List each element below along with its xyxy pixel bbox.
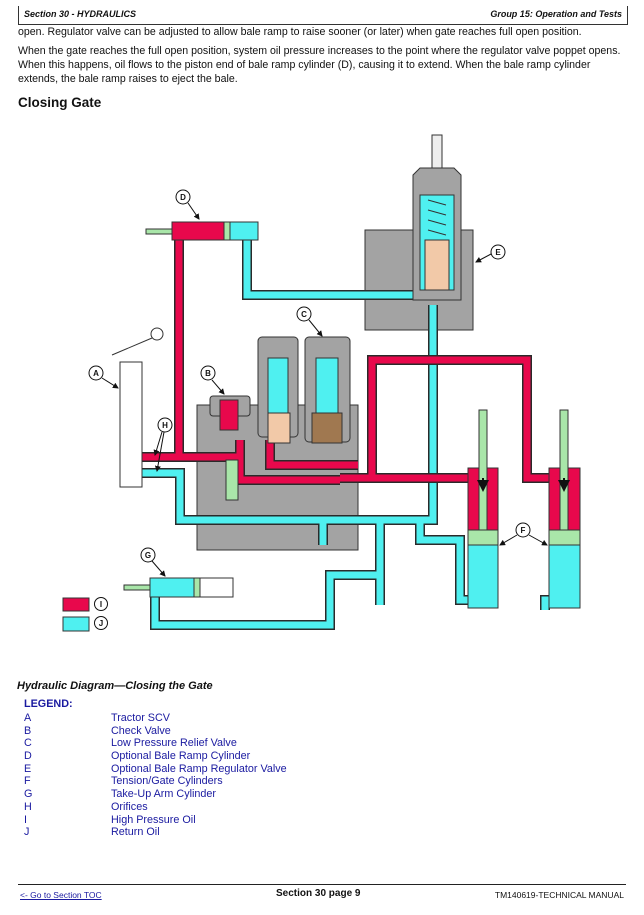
low-pressure-relief-valves	[257, 336, 351, 444]
svg-text:F: F	[521, 526, 526, 535]
take-up-arm-cylinder	[123, 577, 234, 598]
svg-text:C: C	[301, 310, 307, 319]
manual-id: TM140619-TECHNICAL MANUAL	[494, 890, 624, 900]
figure-caption: Hydraulic Diagram—Closing the Gate	[17, 680, 213, 692]
paragraph: open. Regulator valve can be adjusted to…	[18, 26, 582, 38]
callout-c: C	[296, 306, 323, 337]
callout-g: G	[140, 547, 166, 577]
callout-h: H	[153, 417, 173, 472]
callout-e: E	[475, 244, 506, 263]
body-text: open. Regulator valve can be adjusted to…	[18, 25, 630, 111]
svg-text:J: J	[99, 619, 103, 628]
page-footer: <- Go to Section TOC Section 30 page 9 T…	[18, 884, 626, 900]
tension-gate-cylinder	[467, 409, 499, 609]
callout-d: D	[175, 189, 200, 220]
svg-text:A: A	[93, 369, 99, 378]
regulator-valve	[412, 134, 462, 301]
svg-text:G: G	[145, 551, 151, 560]
section-title: Section 30 - HYDRAULICS	[24, 9, 137, 19]
svg-text:H: H	[162, 421, 168, 430]
return-line	[243, 238, 420, 299]
return-line	[120, 305, 437, 524]
svg-text:D: D	[180, 193, 186, 202]
callout-a: A	[88, 365, 119, 389]
check-valve	[209, 395, 251, 501]
page-number: Section 30 page 9	[276, 888, 361, 899]
callout-i: I	[94, 597, 108, 611]
callout-j: J	[94, 616, 108, 630]
return-oil-swatch	[62, 616, 90, 632]
legend-title: LEGEND:	[24, 698, 73, 710]
pressure-line	[368, 356, 550, 482]
bale-ramp-cylinder	[145, 221, 259, 241]
high-pressure-swatch	[62, 597, 90, 612]
callout-f: F	[499, 522, 548, 546]
section-heading: Closing Gate	[18, 95, 102, 110]
tension-gate-cylinder	[548, 409, 581, 609]
page-header: Section 30 - HYDRAULICS Group 15: Operat…	[18, 6, 628, 25]
svg-text:E: E	[495, 248, 501, 257]
callout-b: B	[200, 365, 225, 395]
svg-text:B: B	[205, 369, 211, 378]
section-toc-link[interactable]: <- Go to Section TOC	[20, 890, 102, 900]
group-title: Group 15: Operation and Tests	[490, 9, 622, 19]
paragraph: When the gate reaches the full open posi…	[18, 45, 621, 85]
tractor-scv	[111, 327, 164, 488]
svg-text:I: I	[100, 600, 102, 609]
